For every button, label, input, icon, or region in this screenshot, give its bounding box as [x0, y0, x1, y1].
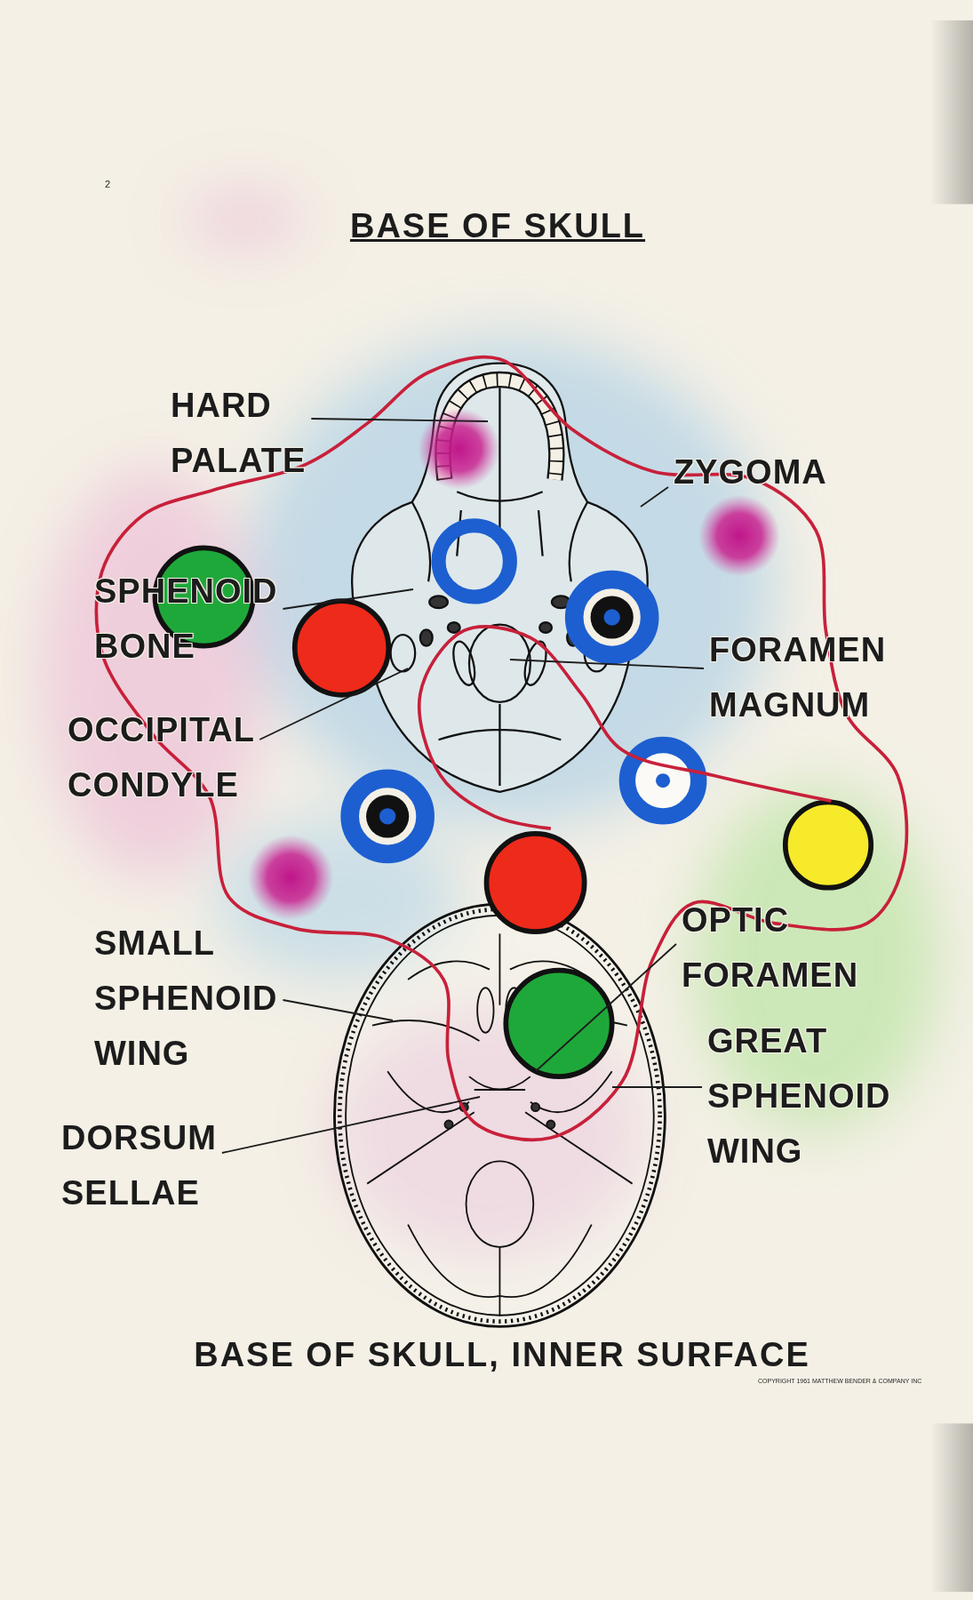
skull-base-inner — [334, 903, 665, 1326]
blue-dot — [379, 807, 396, 824]
occipital-condyle — [520, 638, 551, 687]
occipital-condyle — [449, 638, 479, 687]
figure-caption: BASE OF SKULL, INNER SURFACE — [193, 1332, 811, 1376]
red-dot — [295, 600, 390, 695]
zygomatic-arch — [569, 502, 588, 583]
crista-galli — [499, 933, 502, 1005]
foramen — [420, 629, 433, 646]
foramen — [539, 622, 552, 632]
mastoid — [390, 634, 416, 671]
leader-line — [311, 418, 488, 422]
part-label: HARD PALATE — [170, 377, 306, 488]
magenta-dot — [698, 494, 781, 577]
leader-line — [222, 1096, 480, 1153]
black-dot — [590, 595, 634, 639]
green-dot — [505, 970, 612, 1077]
paper-edge — [930, 1422, 973, 1591]
leader-line — [282, 999, 393, 1021]
blue-dot — [655, 773, 670, 788]
leader-line — [510, 659, 704, 669]
middle-fossa — [387, 1070, 613, 1112]
page-number: 2 — [104, 177, 111, 191]
blue-dot — [603, 608, 620, 625]
part-label: SPHENOID BONE — [94, 563, 278, 674]
part-label: ZYGOMA — [673, 444, 828, 500]
foramen-magnum — [466, 1160, 535, 1246]
skull-outline — [334, 903, 665, 1326]
pink-cloud — [40, 469, 266, 878]
copyright-note: COPYRIGHT 1961 MATTHEW BENDER & COMPANY … — [757, 1376, 922, 1385]
leader-line — [640, 486, 669, 507]
blue-ring — [350, 778, 426, 854]
leader-line — [259, 668, 408, 740]
foramen — [447, 622, 461, 632]
yellow-dot — [785, 801, 871, 887]
paper-edge — [930, 20, 973, 205]
foramen — [429, 595, 448, 608]
foramen — [444, 1119, 453, 1128]
part-label: FORAMEN MAGNUM — [709, 622, 886, 733]
leader-line — [282, 589, 414, 609]
magenta-dot — [247, 834, 334, 920]
red-dot — [486, 833, 585, 932]
pink-cloud — [183, 188, 307, 250]
occipital-crest — [438, 703, 562, 786]
petrous-ridge — [366, 1111, 632, 1183]
skull-rim — [339, 909, 660, 1322]
colour-dots — [154, 407, 871, 1077]
foramen-magnum — [469, 624, 531, 702]
foramen — [546, 1119, 555, 1128]
part-label: DORSUM SELLAE — [61, 1109, 217, 1221]
part-label: GREAT SPHENOID WING — [707, 1012, 891, 1179]
zygomatic-arch — [412, 502, 431, 583]
sella-turcica — [469, 1076, 531, 1090]
chart-title: BASE OF SKULL — [350, 204, 646, 248]
foramen — [531, 1102, 540, 1111]
cribriform-plate — [477, 987, 494, 1033]
blue-ring — [627, 744, 699, 816]
blue-ring — [574, 579, 650, 655]
palate-edge — [456, 491, 543, 501]
black-dot — [366, 794, 409, 838]
blue-cloud — [244, 336, 775, 827]
leader-line — [612, 1085, 702, 1088]
part-label: SMALL SPHENOID WING — [94, 915, 278, 1081]
leader-line — [535, 943, 677, 1071]
blue-ring — [438, 525, 511, 597]
part-label: OPTIC FORAMEN — [681, 892, 859, 1003]
part-label: OCCIPITAL CONDYLE — [67, 701, 255, 813]
posterior-fossa — [407, 1224, 592, 1316]
palate-midline — [498, 387, 501, 531]
